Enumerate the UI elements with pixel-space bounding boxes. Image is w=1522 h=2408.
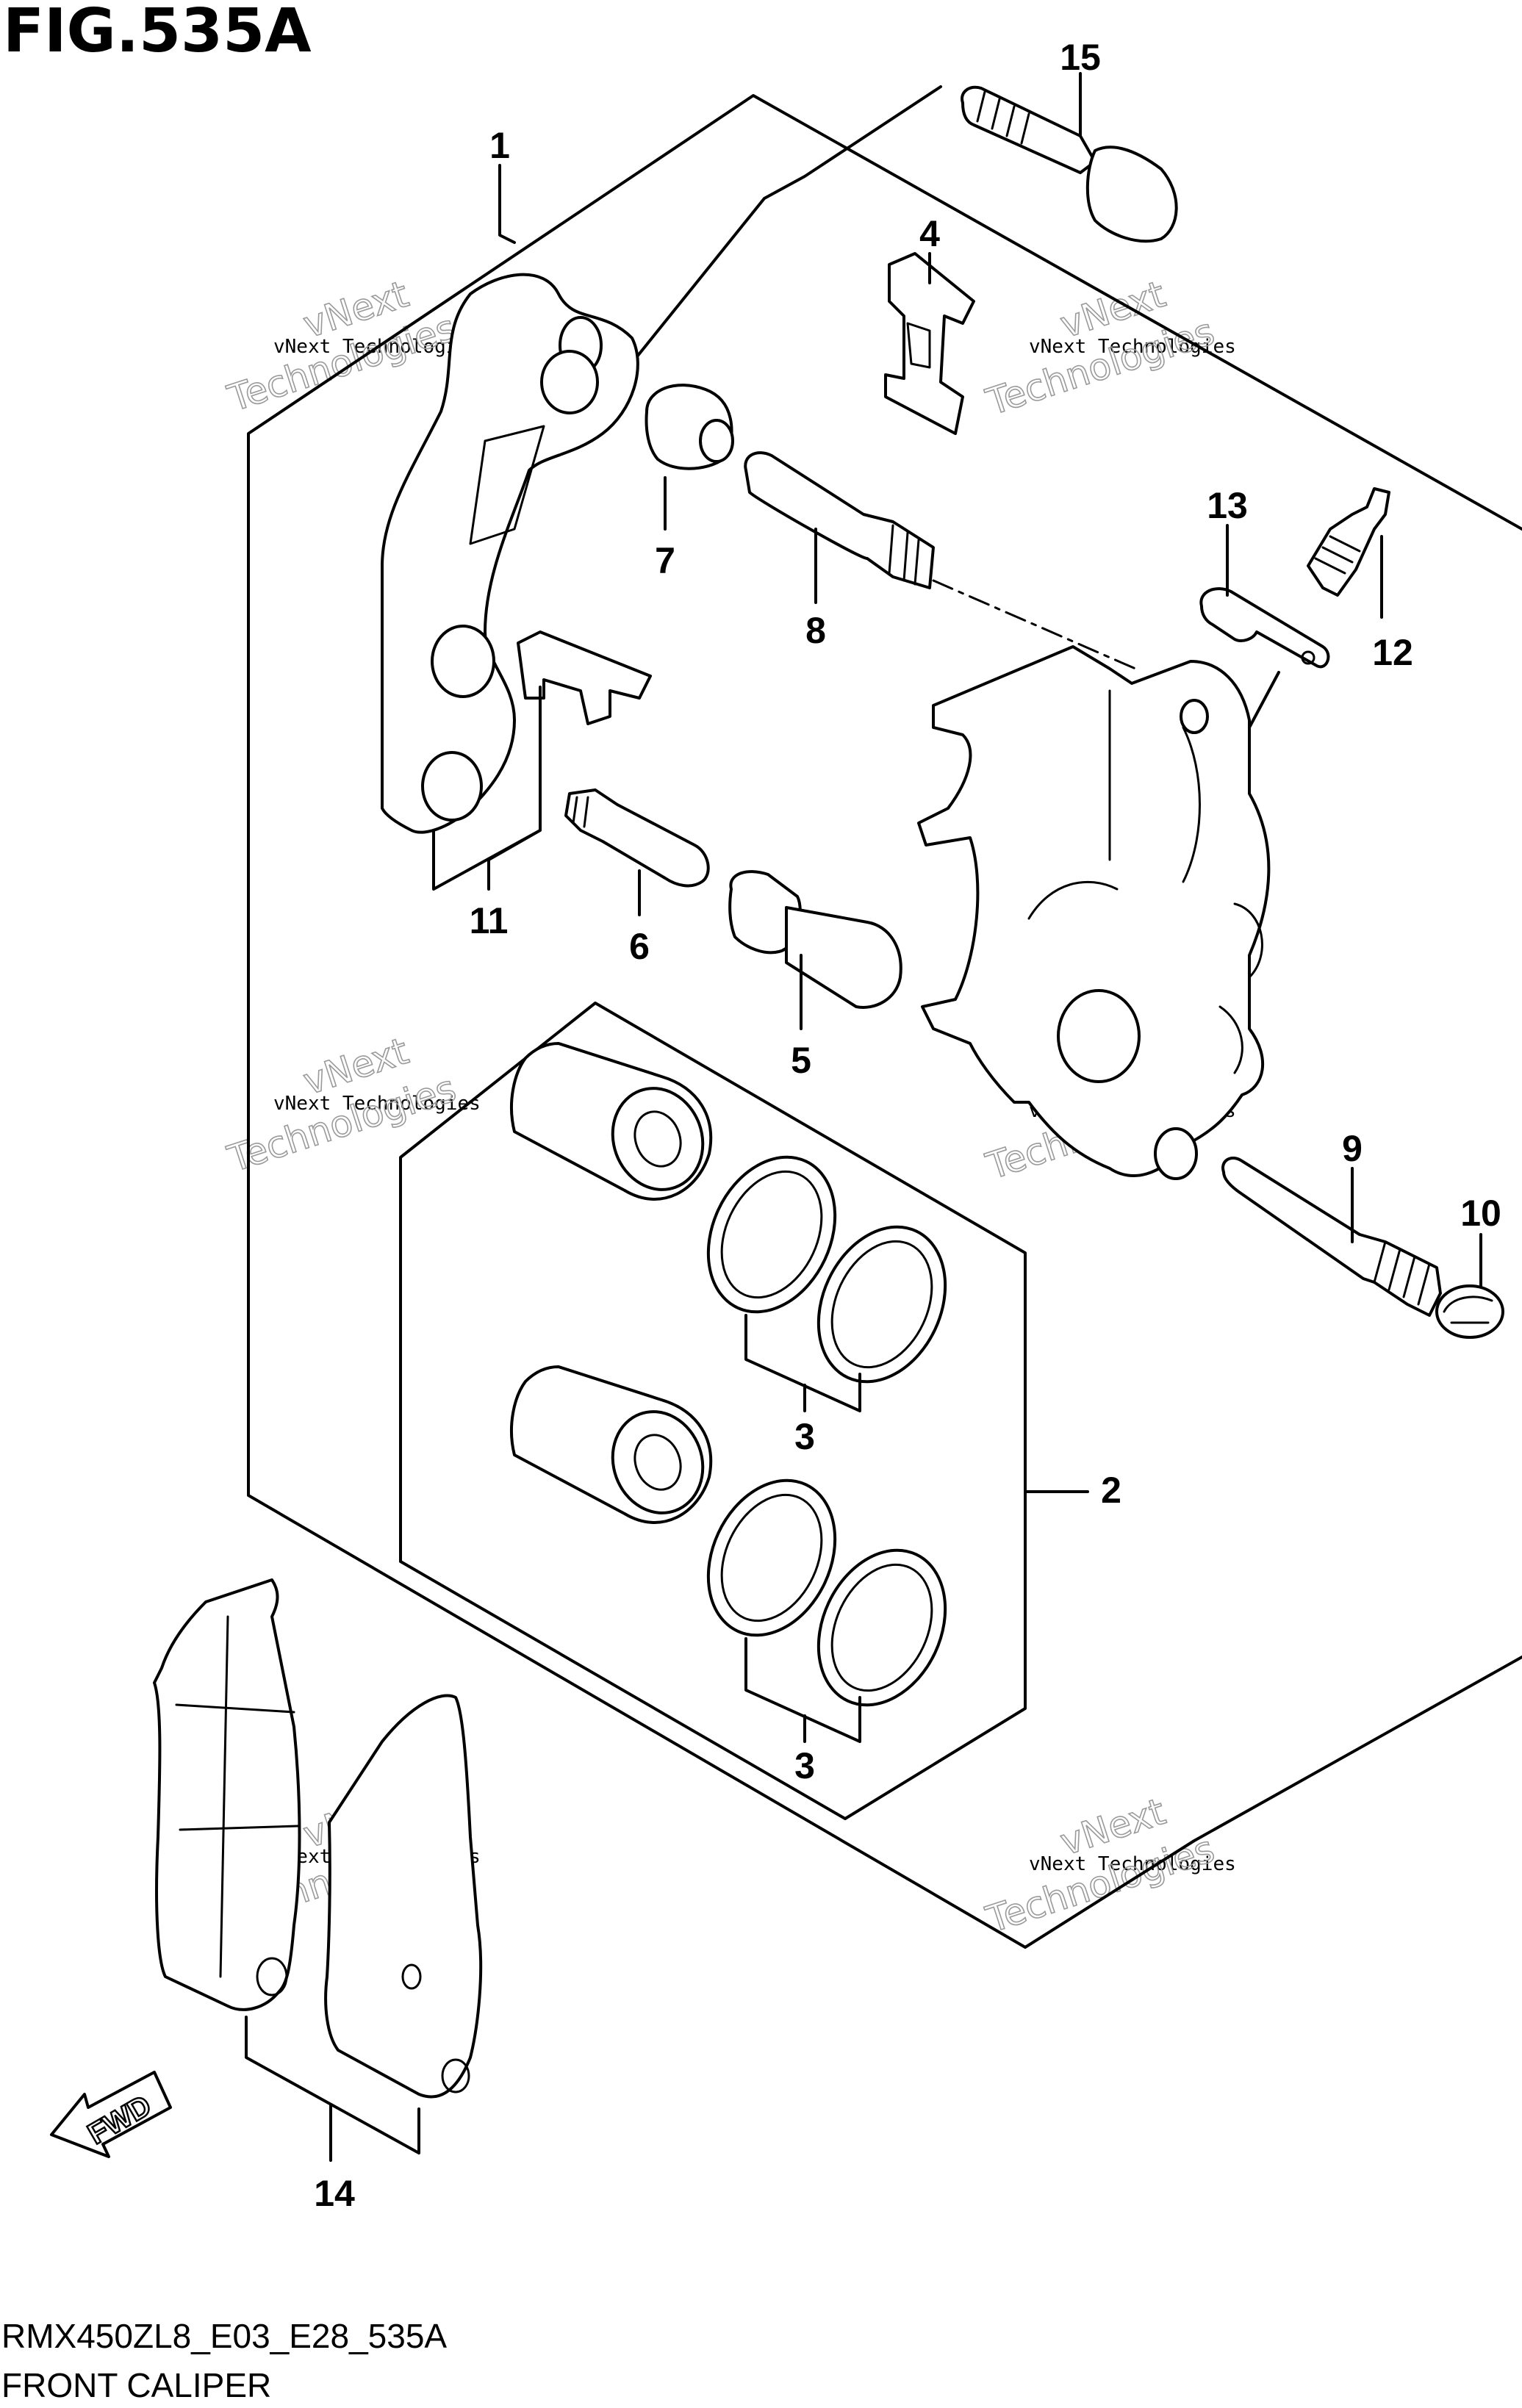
brake-pad-rear <box>324 1694 483 2099</box>
part-number-6: 6 <box>629 926 650 967</box>
part-number-10: 10 <box>1460 1193 1501 1234</box>
model-code: RMX450ZL8_E03_E28_535A <box>1 2317 447 2355</box>
part-number-3-upper: 3 <box>794 1416 815 1457</box>
seal-set-lower <box>706 1478 947 1707</box>
bleeder-valve <box>1307 487 1390 597</box>
part-number-1: 1 <box>489 125 510 166</box>
brake-pad-front <box>153 1578 301 2011</box>
leader-1 <box>498 164 516 244</box>
part-number-5: 5 <box>791 1040 811 1081</box>
pad-spring <box>517 630 652 725</box>
piston-kit-box <box>399 1002 1027 1820</box>
figure-title: FIG.535A <box>3 0 312 66</box>
leader-caliper <box>1248 671 1280 729</box>
pad-retainer <box>884 252 975 435</box>
mounting-bolt <box>961 85 1178 243</box>
forward-direction-arrow: FWD <box>50 2071 172 2158</box>
caliper-bracket <box>381 273 639 834</box>
pin-cap <box>1435 1284 1504 1339</box>
leader-14 <box>245 2016 420 2162</box>
piston-upper <box>509 1042 713 1201</box>
part-number-14: 14 <box>314 2173 355 2214</box>
watermark-top-left: vNext Technologies vNext Technologies <box>222 272 481 420</box>
assembly-boundary-line <box>247 94 1522 1949</box>
slide-pin-5 <box>728 870 902 1009</box>
part-number-12: 12 <box>1372 632 1413 673</box>
part-number-9: 9 <box>1342 1128 1363 1169</box>
seal-set-upper <box>706 1155 947 1384</box>
part-number-15: 15 <box>1060 37 1101 78</box>
leader-3-lower <box>744 1637 861 1743</box>
svg-text:vNext Technologies: vNext Technologies <box>1029 1853 1236 1875</box>
part-number-2: 2 <box>1101 1470 1121 1511</box>
bolt-guide-line <box>627 85 942 369</box>
slide-pin-6 <box>564 788 710 888</box>
slide-pin-9 <box>1221 1157 1442 1317</box>
caliper-body <box>917 645 1271 1180</box>
part-number-8: 8 <box>805 610 826 651</box>
piston-lower <box>509 1365 713 1524</box>
part-number-11: 11 <box>470 900 509 941</box>
pin-axis-dashed-line <box>932 579 1137 670</box>
section-name: FRONT CALIPER <box>1 2366 271 2404</box>
leader-11 <box>432 686 542 891</box>
part-number-7: 7 <box>655 540 675 581</box>
slide-pin-8 <box>744 451 935 589</box>
svg-text:vNext Technologies: vNext Technologies <box>273 1093 481 1115</box>
watermark-bottom-right: vNext Technologies vNext Technologies <box>980 1789 1236 1941</box>
boot <box>645 384 734 470</box>
part-number-13: 13 <box>1207 485 1248 526</box>
watermark-mid-left: vNext Technologies vNext Technologies <box>222 1029 481 1181</box>
leader-3-upper <box>744 1314 861 1412</box>
part-number-4: 4 <box>919 213 940 254</box>
bleeder-cap <box>1199 587 1330 669</box>
part-number-3-lower: 3 <box>794 1745 815 1786</box>
